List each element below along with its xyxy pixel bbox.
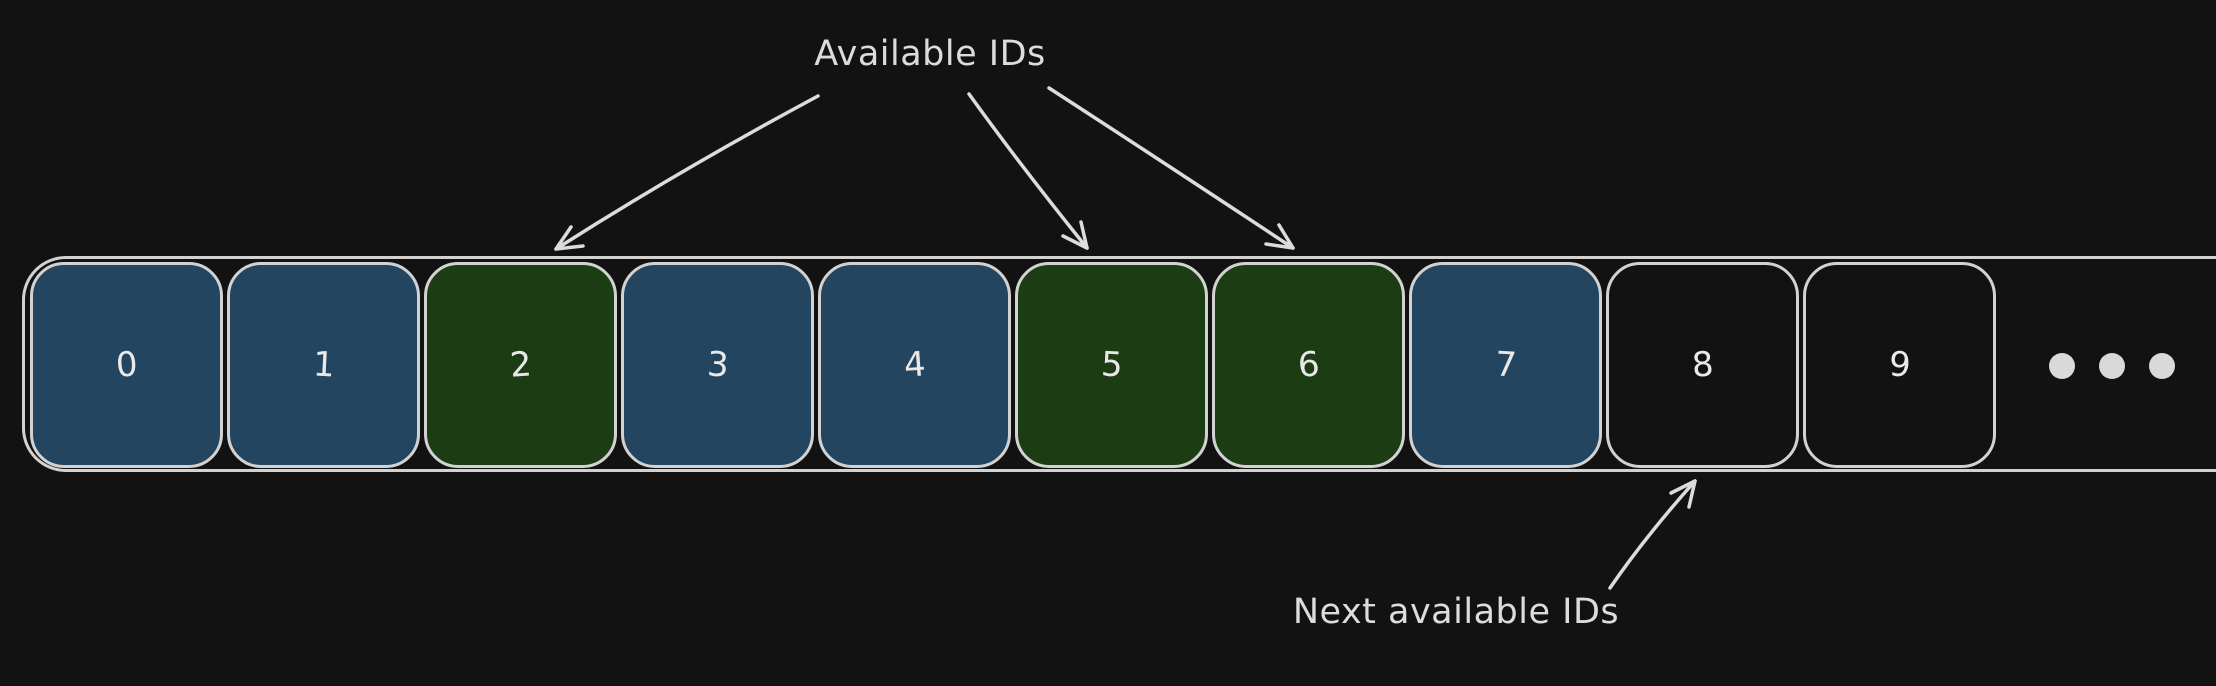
id-cell-3: 3	[621, 262, 814, 468]
next-available-ids-label: Next available IDs	[1292, 592, 1620, 632]
available-ids-label: Available IDs	[814, 34, 1046, 74]
id-cell-label: 2	[508, 344, 533, 386]
id-cell-label: 0	[114, 344, 139, 386]
id-strip-container	[22, 256, 2216, 472]
id-cell-6: 6	[1212, 262, 1405, 468]
id-row: 0 1 2 3 4 5 6 7 8 9	[30, 262, 1996, 468]
id-cell-label: 8	[1690, 344, 1715, 386]
id-cell-label: 1	[311, 344, 336, 386]
next-available-ids-arrow-to-cell-8	[1608, 479, 1697, 590]
available-ids-arrow-to-cell-5	[967, 92, 1089, 250]
id-cell-label: 6	[1296, 344, 1321, 386]
id-cell-1: 1	[227, 262, 420, 468]
id-cell-5: 5	[1015, 262, 1208, 468]
ellipsis-dot	[2049, 353, 2075, 379]
id-cell-8: 8	[1606, 262, 1799, 468]
available-ids-arrow-to-cell-2	[554, 94, 820, 251]
id-cell-9: 9	[1803, 262, 1996, 468]
id-cell-label: 7	[1493, 344, 1518, 386]
id-cell-label: 3	[705, 344, 730, 386]
id-cell-4: 4	[818, 262, 1011, 468]
id-cell-label: 4	[902, 344, 927, 386]
ellipsis-dot	[2149, 353, 2175, 379]
available-ids-arrow-to-cell-6	[1047, 86, 1295, 250]
id-cell-label: 9	[1887, 344, 1912, 386]
id-cell-7: 7	[1409, 262, 1602, 468]
ellipsis-dot	[2099, 353, 2125, 379]
id-cell-2: 2	[424, 262, 617, 468]
ellipsis-dots	[2049, 353, 2175, 379]
id-cell-0: 0	[30, 262, 223, 468]
id-cell-label: 5	[1099, 344, 1124, 386]
